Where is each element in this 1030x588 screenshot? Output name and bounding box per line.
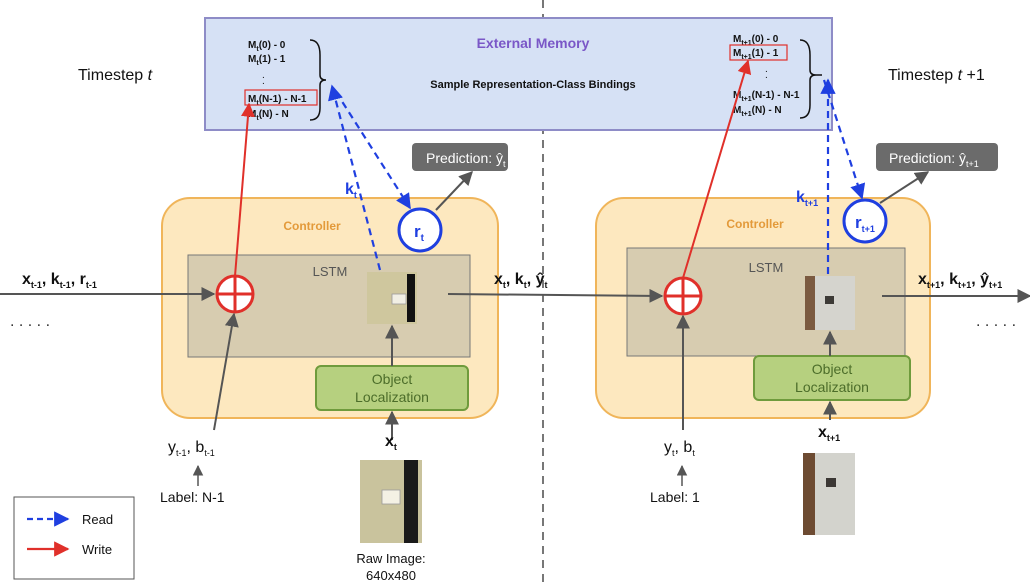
svg-text:Mt(N) - N: Mt(N) - N (248, 109, 289, 122)
objloc-right (753, 355, 911, 401)
objloc-right-line1: Object (812, 361, 853, 377)
controller-left-label: Controller (283, 219, 341, 233)
legend-write-label: Write (82, 542, 112, 557)
memory-brace-left (309, 39, 327, 121)
legend-box (13, 496, 135, 580)
key-arrow-left (328, 84, 382, 271)
memory-title: External Memory (477, 35, 590, 51)
svg-text:.: . (262, 76, 265, 87)
image-input-left: xt (385, 433, 397, 452)
read-head-left-label: rt (414, 222, 425, 244)
raw-image-caption-1: Raw Image: (356, 551, 425, 566)
read-arrow-right (822, 79, 866, 200)
ellipsis-left: . . . . . (10, 313, 50, 330)
objloc-left-line1: Object (372, 371, 413, 387)
key-left: kt (345, 181, 357, 200)
memory-subtitle: Sample Representation-Class Bindings (430, 79, 635, 91)
prediction-left-text: Prediction: ŷt (426, 150, 506, 169)
controller-right-label: Controller (726, 217, 784, 231)
pred-arrow-left (435, 170, 473, 211)
timestep-left-label: Timestep t (78, 67, 153, 84)
memory-write-slot-left (244, 89, 318, 106)
svg-text:.: . (262, 70, 265, 81)
input-left-vars: xt-1, kt-1, rt-1 (22, 271, 97, 290)
lstm-right-label: LSTM (749, 260, 784, 275)
svg-text:.: . (765, 70, 768, 81)
objloc-left-line2: Localization (355, 389, 429, 405)
image-input-right: xt+1 (818, 424, 840, 443)
svg-text:Mt(N-1) - N-1: Mt(N-1) - N-1 (248, 94, 307, 107)
label-vars-right: yt, bt (664, 439, 695, 458)
pred-arrow-right (879, 171, 930, 204)
key-right: kt+1 (796, 189, 818, 208)
label-left-text: Label: N-1 (160, 489, 225, 505)
external-memory-box (204, 17, 833, 131)
timestep-right-label: Timestep t +1 (888, 67, 985, 84)
flow-middle (447, 288, 664, 303)
input-mid-vars: xt, kt, ŷt (494, 271, 548, 290)
ellipsis-right: . . . . . (976, 313, 1016, 330)
read-head-left (397, 207, 443, 253)
raw-image-caption-2: 640x480 (366, 568, 416, 583)
prediction-left (412, 143, 508, 171)
objloc-right-line2: Localization (795, 379, 869, 395)
write-arrow-left (234, 102, 255, 277)
read-head-right (842, 198, 888, 244)
read-arrow-left (335, 91, 411, 210)
write-arrow-right (682, 59, 752, 279)
prediction-right-text: Prediction: ŷt+1 (889, 150, 979, 169)
memory-write-slot-right (729, 44, 788, 61)
memory-brace-right (799, 39, 822, 119)
label-vars-left: yt-1, bt-1 (168, 439, 215, 458)
label-right-text: Label: 1 (650, 489, 700, 505)
memory-rows-left: Mt(0) - 0 Mt(1) - 1 .. Mt(N-1) - N-1 Mt(… (248, 40, 307, 122)
prediction-right (876, 143, 998, 171)
lstm-left-label: LSTM (313, 264, 348, 279)
legend-read-label: Read (82, 512, 113, 527)
svg-text:.: . (765, 64, 768, 75)
